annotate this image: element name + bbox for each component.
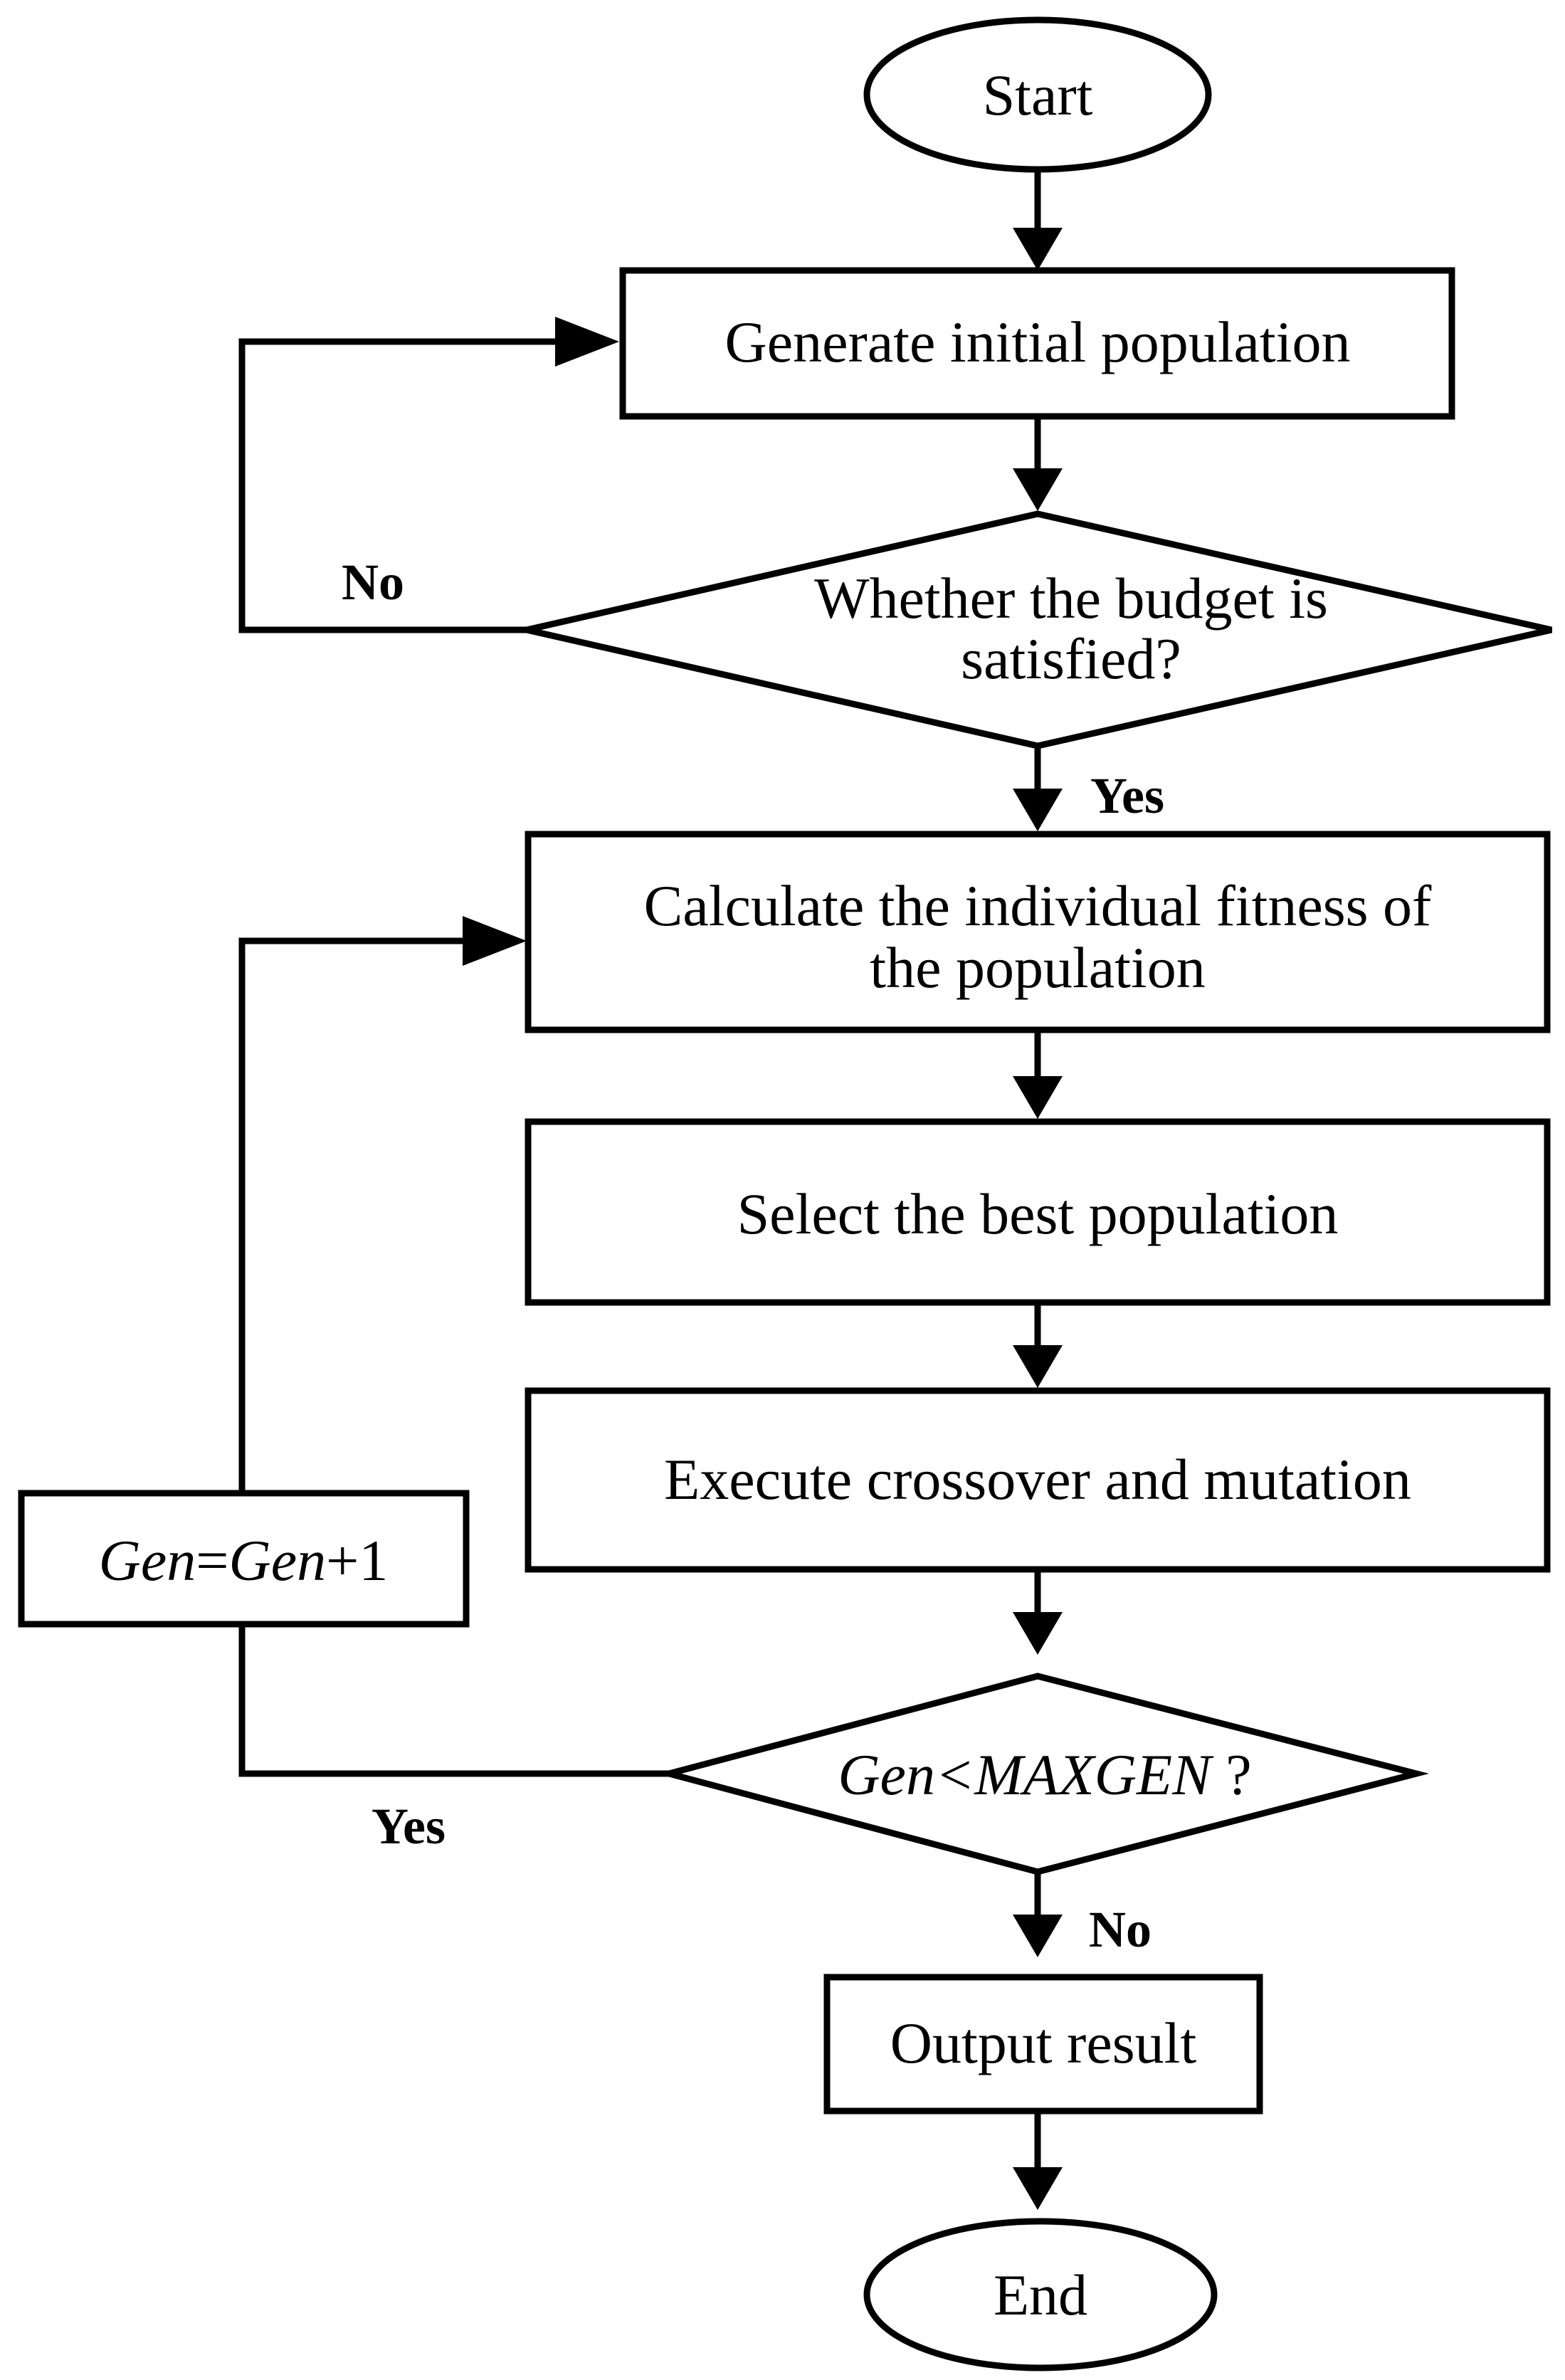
process-gen-increment (18, 1490, 470, 1628)
end-label: End (994, 2263, 1087, 2327)
gen-increment-label: Gen=Gen+1 (99, 1528, 389, 1593)
maxgen-label: Gen<MAXGEN ? (838, 1742, 1251, 1807)
budget-label-line1: Whether the budget is (814, 566, 1328, 631)
node-generate: Generate initial population (619, 267, 1455, 420)
arrowhead-down (1013, 1076, 1063, 1119)
process-generate (619, 267, 1455, 420)
budget-label-line2: satisfied? (961, 626, 1181, 691)
arrowhead-down (1013, 789, 1063, 831)
process-select (525, 1118, 1551, 1306)
output-label: Output result (890, 2011, 1197, 2075)
arrowhead-right (463, 916, 527, 966)
edge-label-budget-no: No (342, 554, 404, 611)
edge-budget-no-loop (238, 338, 569, 633)
edge-label-budget-yes: Yes (1090, 767, 1164, 824)
node-budget: Whether the budget is satisfied? (526, 510, 1552, 749)
arrowhead-down (1013, 468, 1063, 511)
edge-gen-to-calc (238, 937, 477, 1493)
node-output: Output result (823, 1974, 1263, 2115)
execute-label: Execute crossover and mutation (664, 1447, 1411, 1512)
terminator-start (863, 16, 1212, 173)
arrowheads (463, 228, 1063, 2210)
node-maxgen: Gen<MAXGEN ? (656, 1673, 1429, 1875)
edge-maxgen-yes-to-gen (238, 1624, 669, 1777)
node-end: End (863, 2218, 1218, 2371)
generate-label: Generate initial population (725, 310, 1351, 374)
edge-label-maxgen-no: No (1089, 1901, 1152, 1958)
decision-maxgen (656, 1673, 1429, 1875)
node-start: Start (863, 16, 1212, 173)
start-label: Start (983, 63, 1093, 127)
process-output (823, 1974, 1263, 2115)
node-calc: Calculate the individual fitness of the … (525, 831, 1551, 1033)
calc-label-line2: the population (870, 935, 1205, 1000)
arrowhead-down (1013, 1612, 1063, 1655)
select-label: Select the best population (737, 1181, 1339, 1246)
process-execute (525, 1387, 1551, 1573)
decision-budget (526, 510, 1552, 749)
arrowhead-down (1013, 1915, 1063, 1957)
terminator-end (863, 2218, 1218, 2371)
calc-label-line1: Calculate the individual fitness of (644, 873, 1432, 938)
node-select: Select the best population (525, 1118, 1551, 1306)
arrowhead-down (1013, 1345, 1063, 1388)
arrowhead-down (1013, 228, 1063, 270)
arrowhead-down (1013, 2167, 1063, 2210)
connectors (238, 169, 1041, 2174)
arrowhead-right (555, 317, 619, 367)
node-execute: Execute crossover and mutation (525, 1387, 1551, 1573)
process-calculate-fitness (525, 831, 1551, 1033)
node-gen-increment: Gen=Gen+1 (18, 1490, 470, 1628)
edge-label-maxgen-yes: Yes (372, 1798, 446, 1855)
